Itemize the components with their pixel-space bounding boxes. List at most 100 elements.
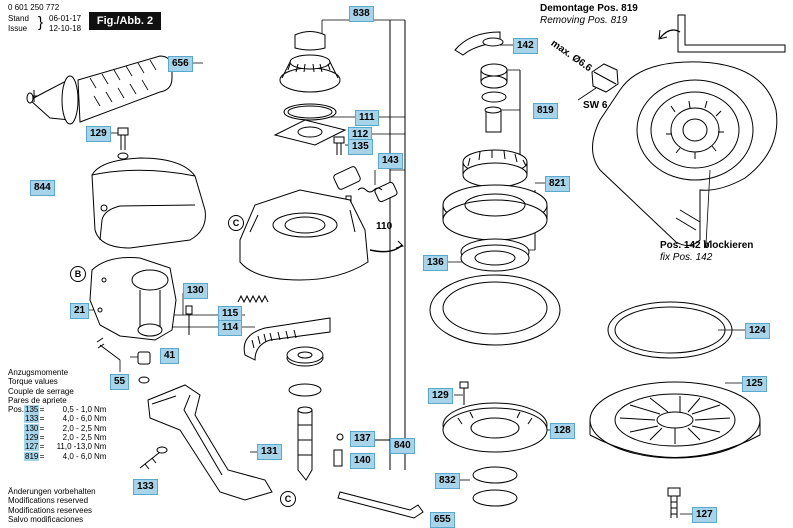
stand-date: 06-01-17 [49, 14, 82, 23]
note-sw: SW 6 [583, 100, 608, 111]
torque-table: Anzugsmomente Torque values Couple de se… [8, 368, 106, 461]
torque-title-de: Anzugsmomente [8, 368, 69, 377]
callout-135[interactable]: 135 [348, 139, 373, 155]
torque-unit: Nm [94, 405, 107, 415]
torque-value: 11,0 -13,0 [56, 442, 92, 452]
figure-tag: Fig./Abb. 2 [89, 12, 161, 30]
callout-129-left[interactable]: 129 [86, 126, 111, 142]
torque-row: Pos. 135 = 0,5 - 1,0 Nm [8, 405, 107, 415]
torque-eq: = [39, 423, 45, 433]
callout-819[interactable]: 819 [533, 103, 558, 119]
torque-row: 819 = 4,0 - 6,0 Nm [8, 451, 107, 461]
torque-value: 4,0 - 6,0 [62, 451, 92, 461]
torque-part: 133 [24, 414, 40, 424]
callout-140[interactable]: 140 [350, 453, 375, 469]
callout-840[interactable]: 840 [390, 438, 415, 454]
cover-844-drawing [91, 157, 206, 249]
torque-value: 2,0 - 2,5 [62, 433, 92, 443]
torque-part-value: 130 [24, 423, 40, 433]
callout-137[interactable]: 137 [350, 431, 375, 447]
torque-row: 129 = 2,0 - 2,5 Nm [8, 433, 107, 443]
torque-unit: Nm [94, 414, 107, 424]
bracket-838 [389, 20, 406, 470]
issue-label: Issue [8, 24, 28, 33]
torque-part: 130 [24, 423, 40, 433]
callout-143[interactable]: 143 [378, 153, 403, 169]
callout-131[interactable]: 131 [257, 444, 282, 460]
torque-unit: Nm [94, 433, 107, 443]
torque-part: 127 [24, 442, 40, 452]
center-parts-drawing [139, 31, 424, 519]
note-demontage-text: Demontage Pos. 819 [540, 3, 638, 14]
callout-129-right[interactable]: 129 [428, 388, 453, 404]
torque-eq: = [39, 405, 45, 415]
torque-unit: Nm [94, 451, 107, 461]
torque-part: 819 [24, 451, 40, 461]
change-notice-es: Salvo modificaciones [8, 515, 84, 525]
torque-row: 130 = 2,0 - 2,5 Nm [8, 423, 107, 433]
torque-eq: = [39, 442, 45, 452]
bolt-129-left-drawing [117, 127, 129, 160]
callout-21[interactable]: 21 [70, 303, 90, 319]
note-block-text: Pos. 142 blockieren [660, 240, 754, 251]
callout-130[interactable]: 130 [183, 283, 208, 299]
callout-844[interactable]: 844 [30, 180, 55, 196]
callout-55[interactable]: 55 [110, 374, 130, 390]
note-block: Pos. 142 blockieren [660, 240, 753, 252]
callout-838[interactable]: 838 [349, 6, 374, 22]
note-fix-text: fix Pos. 142 [660, 252, 713, 263]
callout-142[interactable]: 142 [513, 38, 538, 54]
torque-part-value: 819 [24, 451, 40, 461]
change-notice: Änderungen vorbehalten Modifications res… [8, 487, 96, 525]
torque-title-fr: Couple de serrage [8, 386, 74, 396]
torque-part-value: 129 [24, 433, 40, 443]
marker-b: B [70, 266, 86, 282]
callout-821[interactable]: 821 [545, 176, 570, 192]
torque-eq: = [39, 414, 45, 424]
callout-832[interactable]: 832 [435, 473, 460, 489]
part-number: 0 601 250 772 [8, 3, 60, 12]
header-brace: } [38, 14, 44, 31]
callout-655[interactable]: 655 [430, 512, 455, 528]
change-notice-de: Änderungen vorbehalten [8, 487, 96, 496]
callout-125[interactable]: 125 [742, 376, 767, 392]
screws-left-drawing [96, 305, 193, 384]
torque-row: 127 = 11,0 -13,0 Nm [8, 442, 107, 452]
housing-21-drawing [89, 257, 177, 341]
issue-date: 12-10-18 [49, 24, 82, 33]
callout-111[interactable]: 111 [355, 110, 379, 126]
torque-unit: Nm [94, 423, 107, 433]
torque-unit: Nm [94, 442, 107, 452]
note-removing: Removing Pos. 819 [540, 15, 627, 27]
torque-part: 135 [24, 405, 40, 415]
note-fix: fix Pos. 142 [660, 252, 712, 264]
callout-110[interactable]: 110 [376, 221, 393, 232]
stand-label: Stand [8, 14, 29, 23]
right-parts-drawing [429, 31, 761, 518]
callout-41[interactable]: 41 [160, 348, 180, 364]
callout-656[interactable]: 656 [168, 56, 193, 72]
torque-pos-label: Pos. [8, 405, 25, 415]
change-notice-en: Modifications reserved [8, 496, 89, 506]
torque-title-en: Torque values [8, 377, 58, 387]
callout-133[interactable]: 133 [133, 479, 158, 495]
callout-127[interactable]: 127 [692, 507, 717, 523]
callout-128[interactable]: 128 [550, 423, 575, 439]
torque-value: 2,0 - 2,5 [62, 423, 92, 433]
torque-part-value: 133 [24, 414, 40, 424]
callout-114[interactable]: 114 [218, 320, 243, 336]
handle-drawing [26, 55, 173, 125]
torque-value: 0,5 - 1,0 [62, 405, 92, 415]
note-removing-text: Removing Pos. 819 [540, 15, 628, 26]
callout-124[interactable]: 124 [745, 323, 770, 339]
torque-title-es: Pares de apriete [8, 395, 67, 405]
inset-drawing [577, 14, 786, 249]
callout-136[interactable]: 136 [423, 255, 448, 271]
torque-eq: = [39, 433, 45, 443]
torque-eq: = [39, 451, 45, 461]
torque-value: 4,0 - 6,0 [62, 414, 92, 424]
change-notice-fr: Modifications reservees [8, 505, 93, 515]
marker-c-bottom: C [280, 491, 296, 507]
